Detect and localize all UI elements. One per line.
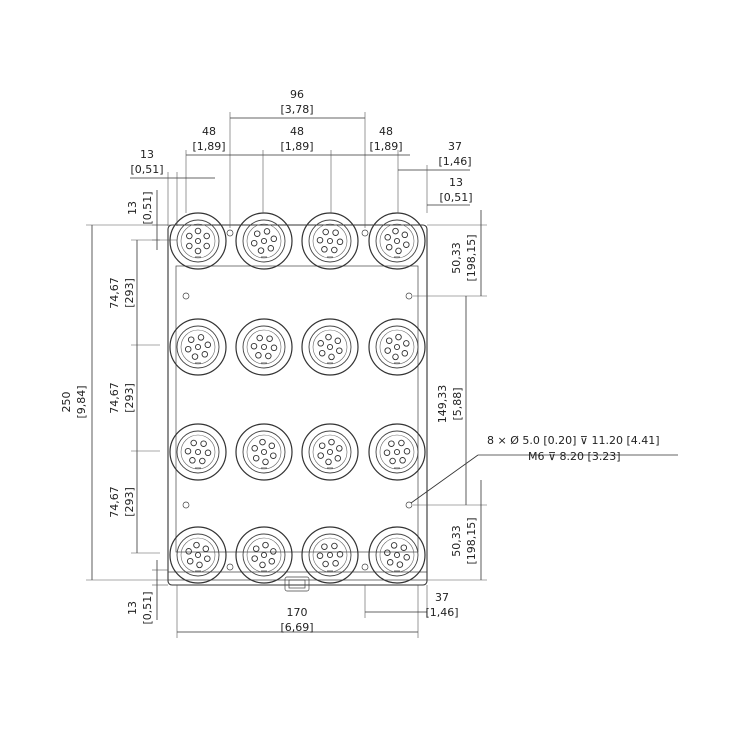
dim-37-bottom-in: [1,46]: [425, 606, 458, 619]
dim-48-left-in: [1,89]: [192, 140, 225, 153]
dim-pitch-1-in: [293]: [123, 278, 136, 308]
dim-48-right: 48: [379, 125, 393, 138]
dim-37-top-in: [1,46]: [438, 155, 471, 168]
dim-170-in: [6,69]: [280, 621, 313, 634]
dim-13-top-left: 13: [140, 148, 154, 161]
dim-250-in: [9,84]: [75, 385, 88, 418]
dim-50-top: 50,33: [450, 242, 463, 274]
dim-96: 96: [290, 88, 304, 101]
dimension-labels: 96 [3,78] 48 [1,89] 48 [1,89] 48 [1,89] …: [60, 88, 660, 634]
dim-pitch-2-in: [293]: [123, 383, 136, 413]
dim-13-bottom: 13: [126, 601, 139, 615]
dim-13-vert-top: 13: [126, 201, 139, 215]
dim-48-mid-in: [1,89]: [280, 140, 313, 153]
connector-13: [169, 526, 227, 584]
dim-50-bottom: 50,33: [450, 525, 463, 557]
connector-14: [235, 526, 293, 584]
connector-15: [301, 526, 359, 584]
dim-250: 250: [60, 392, 73, 413]
dim-96-in: [3,78]: [280, 103, 313, 116]
connector-12: [368, 423, 426, 481]
dim-37-top: 37: [448, 140, 462, 153]
dim-149-in: [5,88]: [451, 387, 464, 420]
connector-2: [235, 212, 293, 270]
dimension-lines: [86, 112, 678, 638]
connector-5: [169, 318, 227, 376]
dim-pitch-1: 74,67: [108, 277, 121, 309]
dim-50-bottom-in: [198,15]: [465, 517, 478, 564]
dim-37-bottom: 37: [435, 591, 449, 604]
dim-pitch-3: 74,67: [108, 486, 121, 518]
dim-13-top-right-in: [0,51]: [439, 191, 472, 204]
dim-13-vert-top-in: [0,51]: [141, 191, 154, 224]
connector-9: [169, 423, 227, 481]
dim-48-mid: 48: [290, 125, 304, 138]
connector-11: [301, 423, 359, 481]
dim-13-top-right: 13: [449, 176, 463, 189]
dim-48-left: 48: [202, 125, 216, 138]
connector-grid: [169, 212, 426, 584]
connector-3: [301, 212, 359, 270]
dim-48-right-in: [1,89]: [369, 140, 402, 153]
dim-50-top-in: [198,15]: [465, 234, 478, 281]
connector-1: [169, 212, 227, 270]
dim-13-bottom-in: [0,51]: [141, 591, 154, 624]
dim-13-top-left-in: [0,51]: [130, 163, 163, 176]
callout-hole-spec: 8 × Ø 5.0 [0.20] ⊽ 11.20 [4.41]: [487, 434, 660, 447]
callout-thread-spec: M6 ⊽ 8.20 [3.23]: [528, 450, 621, 463]
connector-16: [368, 526, 426, 584]
dim-pitch-3-in: [293]: [123, 487, 136, 517]
dim-170: 170: [287, 606, 308, 619]
connector-7: [301, 318, 359, 376]
connector-6: [235, 318, 293, 376]
connector-4: [368, 212, 426, 270]
connector-10: [235, 423, 293, 481]
dim-pitch-2: 74,67: [108, 382, 121, 414]
dim-149: 149,33: [436, 385, 449, 424]
connector-8: [368, 318, 426, 376]
